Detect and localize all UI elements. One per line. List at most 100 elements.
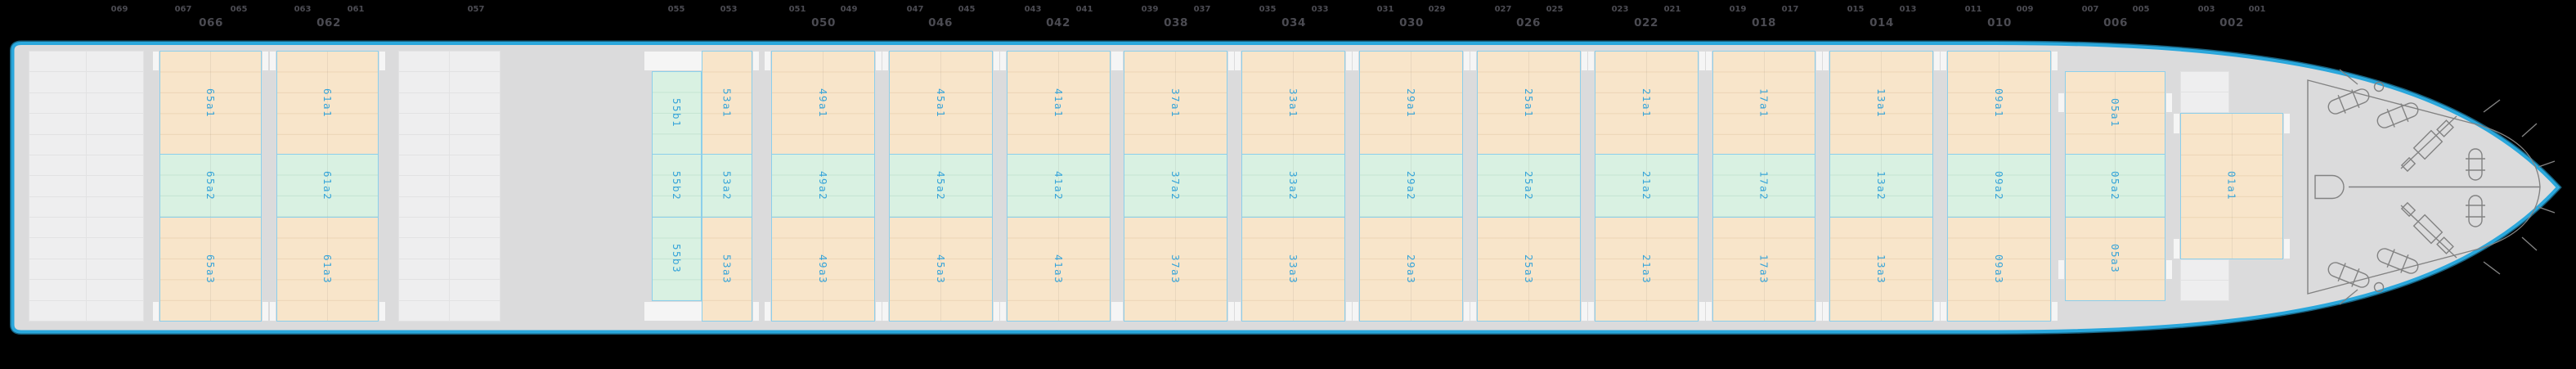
bow-slot-grid-bottom: [2180, 259, 2229, 301]
bay-cell-41a1[interactable]: 41a1: [1007, 51, 1111, 155]
bay-cell-09a2[interactable]: 09a2: [1947, 154, 2051, 218]
empty-slot: [399, 134, 449, 155]
bay-cell-09a3[interactable]: 09a3: [1947, 216, 2051, 322]
bay-cell-label: 65a3: [204, 254, 217, 284]
empty-slot: [399, 72, 449, 92]
empty-slot: [29, 300, 86, 321]
hatch-tab: [1464, 52, 1470, 71]
bay-cell-13a1[interactable]: 13a1: [1829, 51, 1933, 155]
bay-cell-29a2[interactable]: 29a2: [1359, 154, 1463, 218]
bay-cell-49a3[interactable]: 49a3: [771, 216, 875, 322]
bay-cell-label: 05a2: [2109, 170, 2121, 201]
bay-cell-49a1[interactable]: 49a1: [771, 51, 875, 155]
bay-cell-label: 55b3: [671, 244, 683, 274]
empty-slot: [399, 238, 449, 259]
hatch-tab: [1699, 301, 1705, 321]
bay-cell-33a1[interactable]: 33a1: [1241, 51, 1345, 155]
bay-cell-61a2[interactable]: 61a2: [276, 154, 379, 218]
hatch-tab: [765, 301, 770, 321]
hatch-tab: [1706, 301, 1712, 321]
bay-cell-21a3[interactable]: 21a3: [1595, 216, 1699, 322]
hatch-tab: [1582, 52, 1587, 71]
bay-cell-label: 25a2: [1523, 170, 1535, 201]
bay-cell-05a1[interactable]: 05a1: [2065, 71, 2165, 155]
bay-cell-25a3[interactable]: 25a3: [1477, 216, 1581, 322]
bay-cell-17a2[interactable]: 17a2: [1712, 154, 1815, 218]
bay-cell-61a3[interactable]: 61a3: [276, 216, 379, 322]
bay-cell-65a3[interactable]: 65a3: [159, 216, 262, 322]
empty-slot: [450, 52, 500, 72]
bay-cell-33a3[interactable]: 33a3: [1241, 216, 1345, 322]
slot-divider: [1763, 155, 1765, 217]
bay-cell-17a1[interactable]: 17a1: [1712, 51, 1815, 155]
slot-divider: [1293, 217, 1294, 321]
bay-cell-05a2[interactable]: 05a2: [2065, 154, 2165, 218]
bay-cell-49a2[interactable]: 49a2: [771, 154, 875, 218]
slot-divider: [1058, 217, 1059, 321]
bay-cell-53a1[interactable]: 53a1: [702, 51, 752, 155]
bay-cell-41a2[interactable]: 41a2: [1007, 154, 1111, 218]
hatch-tab: [1353, 52, 1358, 71]
empty-slot: [87, 300, 143, 321]
bay-cell-21a2[interactable]: 21a2: [1595, 154, 1699, 218]
bay-cell-label: 17a3: [1757, 254, 1770, 284]
hatch-tab: [1934, 301, 1940, 321]
bay-cell-65a1[interactable]: 65a1: [159, 51, 262, 155]
bay-cell-41a3[interactable]: 41a3: [1007, 216, 1111, 322]
bay-cell-25a1[interactable]: 25a1: [1477, 51, 1581, 155]
bay-cell-label: 33a2: [1287, 170, 1299, 201]
hatch-tab: [1111, 52, 1117, 71]
slot-divider: [327, 155, 328, 217]
bay-cell-label: 33a3: [1287, 254, 1299, 284]
bay-cell-45a3[interactable]: 45a3: [889, 216, 993, 322]
bay-cell-01a1[interactable]: 01a1: [2180, 113, 2283, 259]
hatch-tab: [1706, 52, 1712, 71]
empty-slot: [87, 134, 143, 155]
bay-cell-label: 49a3: [817, 254, 829, 284]
bay-cell-37a2[interactable]: 37a2: [1124, 154, 1227, 218]
slot-divider: [1528, 52, 1529, 155]
hatch-tab: [1117, 301, 1123, 321]
empty-slot: [450, 176, 500, 196]
slot-divider: [210, 217, 211, 321]
bay-cell-65a2[interactable]: 65a2: [159, 154, 262, 218]
hatch-tab: [1588, 301, 1594, 321]
empty-slot: [29, 218, 86, 238]
bay-cell-label: 65a2: [204, 170, 217, 201]
bay-cell-21a1[interactable]: 21a1: [1595, 51, 1699, 155]
hatch-tab: [765, 52, 770, 71]
bay-cell-55b2[interactable]: 55b2: [652, 154, 702, 218]
empty-slot: [87, 238, 143, 259]
bay-cell-33a2[interactable]: 33a2: [1241, 154, 1345, 218]
bay-cell-55b1[interactable]: 55b1: [652, 71, 702, 155]
bay-cell-13a3[interactable]: 13a3: [1829, 216, 1933, 322]
slot-divider: [1881, 52, 1882, 155]
bay-cell-09a1[interactable]: 09a1: [1947, 51, 2051, 155]
empty-slot: [450, 196, 500, 218]
bay-cell-13a2[interactable]: 13a2: [1829, 154, 1933, 218]
hatch-tab: [1470, 52, 1476, 71]
bay-cell-25a2[interactable]: 25a2: [1477, 154, 1581, 218]
hatch-tab: [1582, 301, 1587, 321]
empty-slot: [399, 280, 449, 300]
slot-divider: [1058, 52, 1059, 155]
hatch-tab: [1346, 52, 1352, 71]
empty-slot: [87, 92, 143, 114]
bay-cell-05a3[interactable]: 05a3: [2065, 216, 2165, 301]
bay-cell-53a2[interactable]: 53a2: [702, 154, 752, 218]
bay-cell-45a2[interactable]: 45a2: [889, 154, 993, 218]
empty-slot: [450, 155, 500, 176]
bay-cell-17a3[interactable]: 17a3: [1712, 216, 1815, 322]
bay-cell-53a3[interactable]: 53a3: [702, 216, 752, 322]
bay-cell-55b3[interactable]: 55b3: [652, 216, 702, 301]
bay-cell-29a3[interactable]: 29a3: [1359, 216, 1463, 322]
hatch-tab: [1235, 52, 1241, 71]
bay-cell-45a1[interactable]: 45a1: [889, 51, 993, 155]
bay-cell-label: 65a1: [204, 88, 217, 118]
hatch-tab: [1111, 301, 1117, 321]
bay-cell-29a1[interactable]: 29a1: [1359, 51, 1463, 155]
bay-cell-37a3[interactable]: 37a3: [1124, 216, 1227, 322]
hatch-tab: [2174, 239, 2179, 259]
bay-cell-37a1[interactable]: 37a1: [1124, 51, 1227, 155]
bay-cell-61a1[interactable]: 61a1: [276, 51, 379, 155]
